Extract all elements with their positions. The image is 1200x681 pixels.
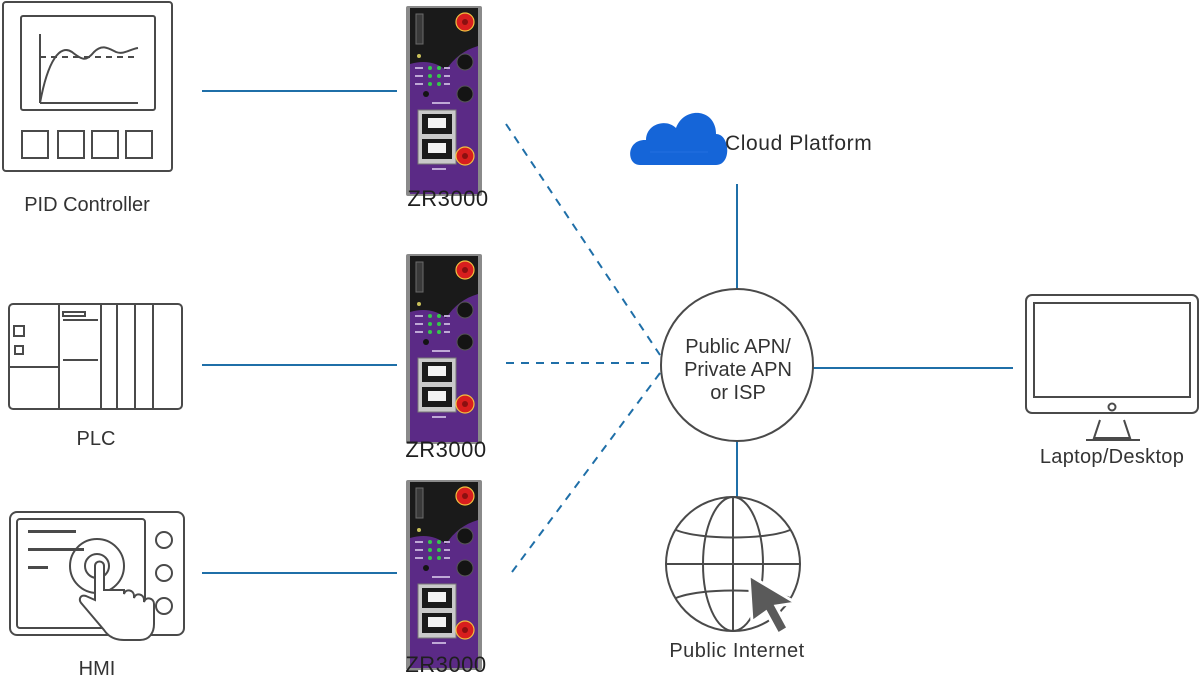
public-internet-label: Public Internet bbox=[669, 640, 805, 662]
router-label-2: ZR3000 bbox=[405, 437, 487, 462]
laptop-desktop-label: Laptop/Desktop bbox=[1039, 446, 1185, 468]
wireless-link-1 bbox=[505, 123, 661, 356]
hmi-label: HMI bbox=[78, 658, 116, 680]
cloud-icon bbox=[630, 112, 728, 165]
network-node bbox=[660, 288, 814, 442]
network-node-label: Public APN/ Private APN or ISP bbox=[660, 336, 816, 405]
link-lines bbox=[202, 90, 1013, 574]
router-device-2 bbox=[405, 253, 483, 445]
wireless-link-3 bbox=[511, 372, 661, 573]
network-line-1: Public APN/ bbox=[685, 336, 791, 358]
router-label-3: ZR3000 bbox=[405, 652, 487, 677]
network-line-2: Private APN bbox=[684, 359, 792, 381]
pid-controller-icon bbox=[2, 1, 173, 172]
cloud-platform-label: Cloud Platform bbox=[725, 132, 873, 155]
network-line-3: or ISP bbox=[710, 382, 766, 404]
hmi-icon bbox=[9, 511, 185, 641]
plc-icon bbox=[8, 303, 183, 410]
globe-icon bbox=[665, 496, 801, 632]
router-device-1 bbox=[405, 5, 483, 197]
router-label-1: ZR3000 bbox=[407, 186, 489, 211]
monitor-icon bbox=[1025, 294, 1199, 441]
router-device-3 bbox=[405, 479, 483, 671]
wireless-links bbox=[505, 123, 661, 573]
pid-controller-label: PID Controller bbox=[24, 194, 150, 216]
cursor-icon bbox=[747, 572, 801, 637]
plc-label: PLC bbox=[76, 428, 116, 450]
